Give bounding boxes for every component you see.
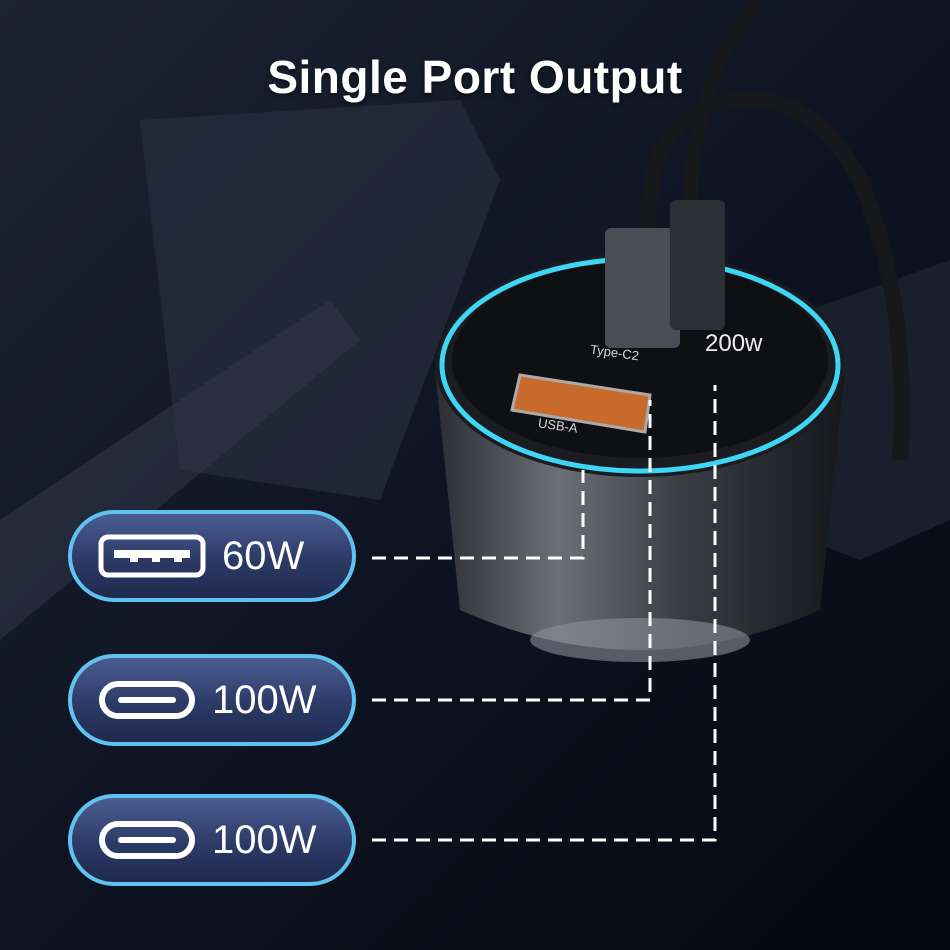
port-power: 60W xyxy=(222,533,305,578)
port-power: 100W xyxy=(212,677,317,722)
usb-c-icon xyxy=(99,681,195,719)
power-rating-label: 200w xyxy=(705,330,763,357)
usb-a-icon xyxy=(98,534,206,578)
port-usb-c2-badge: 100W xyxy=(68,794,356,886)
usb-c-icon xyxy=(99,821,195,859)
port-power: 100W xyxy=(212,817,317,862)
page-title: Single Port Output xyxy=(267,51,683,103)
port-usb-a-badge: 60W xyxy=(68,510,356,602)
port-usb-c1-badge: 100W xyxy=(68,654,356,746)
